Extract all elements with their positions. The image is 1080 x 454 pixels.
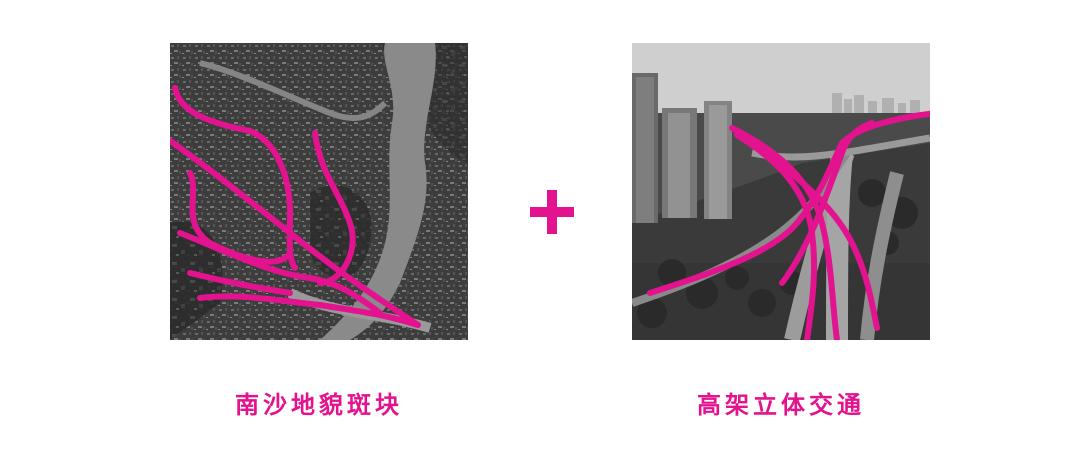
highway-photo-image — [632, 43, 930, 340]
satellite-map-image — [170, 43, 468, 340]
left-caption: 南沙地貌斑块 — [235, 391, 403, 419]
right-caption: 高架立体交通 — [697, 391, 865, 419]
plus-icon — [528, 188, 576, 236]
